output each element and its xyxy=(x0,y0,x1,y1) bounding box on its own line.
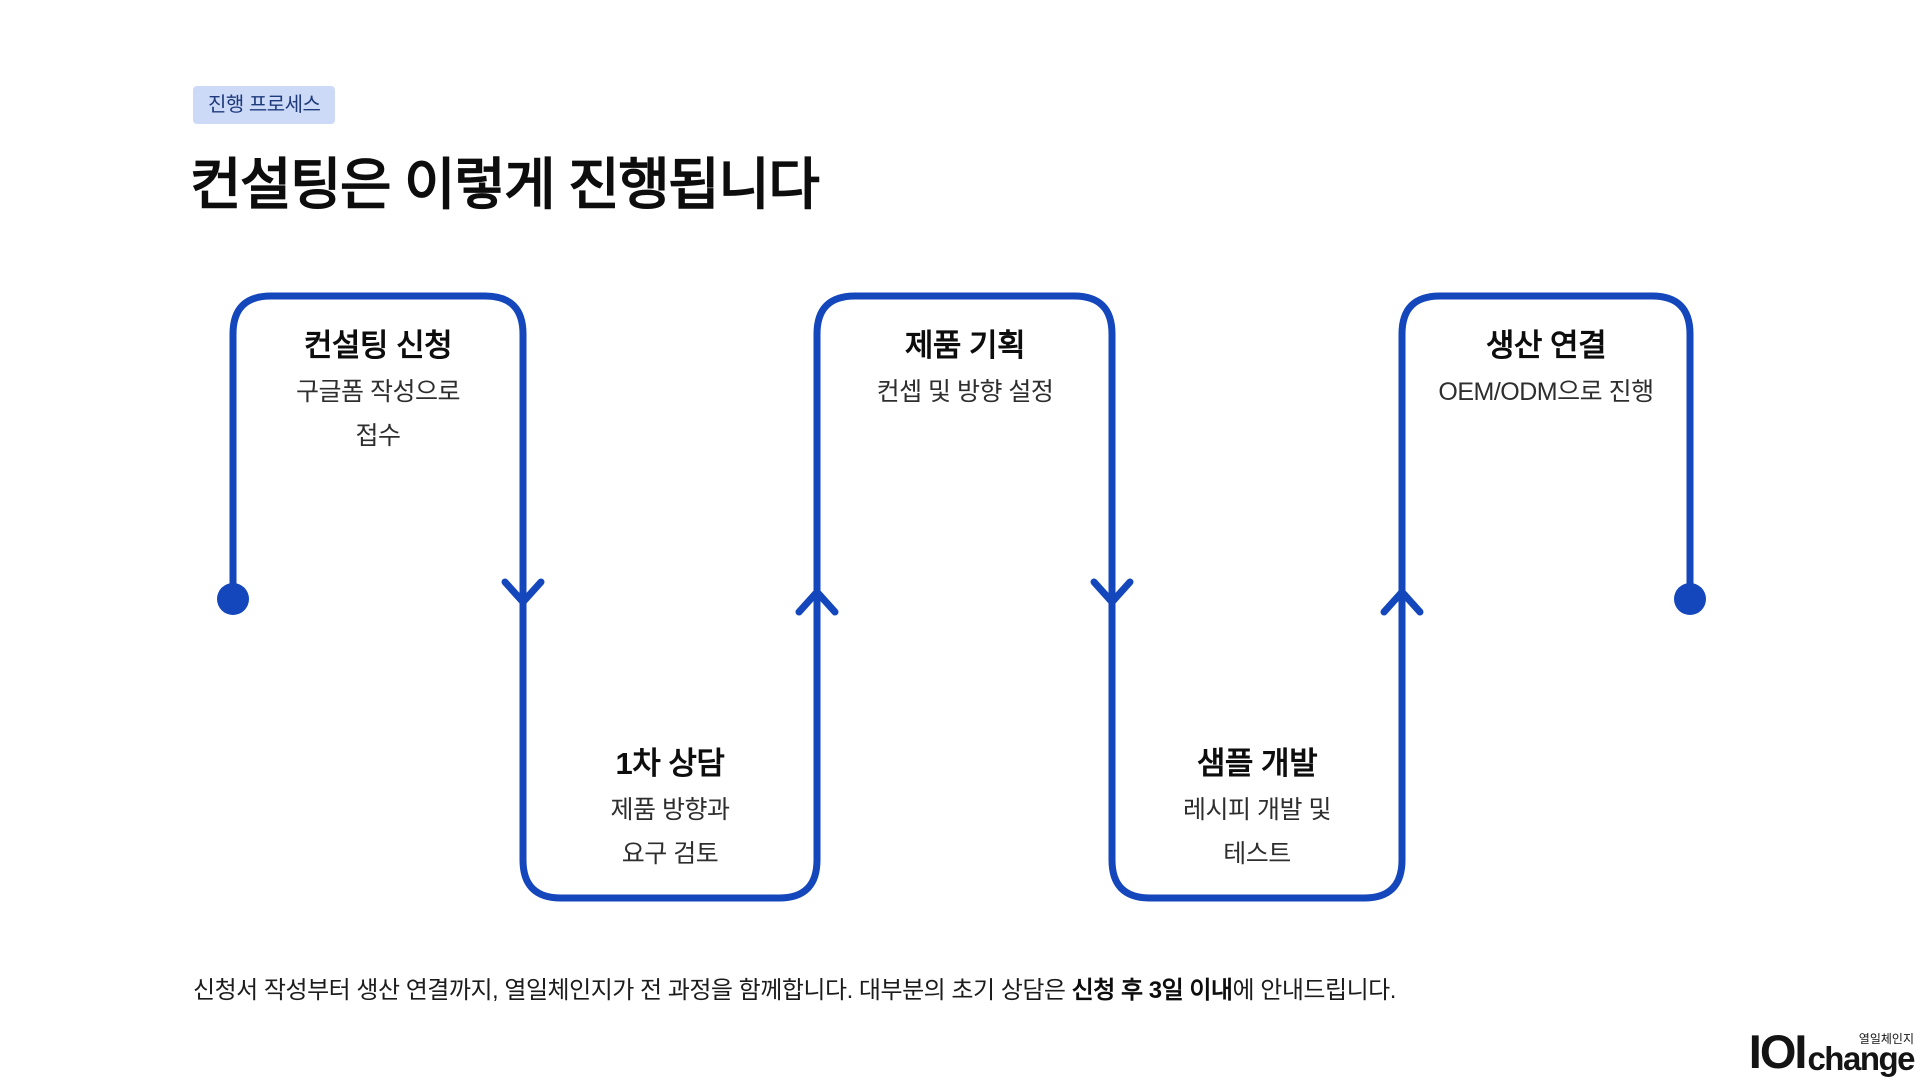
step-desc-line: 접수 xyxy=(355,422,401,450)
logo-main-text: IOI xyxy=(1748,1025,1808,1079)
logo-right-block: 열일체인지 change xyxy=(1807,1032,1915,1078)
step-product-planning: 제품 기획 컨셉 및 방향 설정 xyxy=(815,326,1115,414)
end-dot xyxy=(1674,583,1706,615)
step-desc-line: 요구 검토 xyxy=(621,840,719,868)
flow-path xyxy=(229,292,1694,902)
start-dot xyxy=(217,583,249,615)
step-desc-line: 테스트 xyxy=(1223,840,1291,868)
page-title: 컨설팅은 이렇게 진행됩니다 xyxy=(190,153,820,216)
step-desc-line: 제품 방향과 xyxy=(610,796,730,824)
step-title: 제품 기획 xyxy=(904,328,1026,363)
footer-text-after: 에 안내드립니다. xyxy=(1232,977,1397,1004)
arrow-down-icon xyxy=(1090,578,1134,606)
arrow-up-icon xyxy=(795,588,839,616)
arrow-down-icon xyxy=(501,578,545,606)
step-title: 샘플 개발 xyxy=(1196,746,1318,781)
step-desc-line: OEM/ODM으로 진행 xyxy=(1438,378,1654,406)
footer-note: 신청서 작성부터 생산 연결까지, 열일체인지가 전 과정을 함께합니다. 대부… xyxy=(193,970,1396,1005)
logo-korean-text: 열일체인지 xyxy=(1858,1032,1914,1047)
footer-text-bold: 신청 후 3일 이내 xyxy=(1071,977,1233,1004)
step-title: 생산 연결 xyxy=(1485,328,1607,363)
section-badge: 진행 프로세스 xyxy=(193,86,336,124)
footer-text-before: 신청서 작성부터 생산 연결까지, 열일체인지가 전 과정을 함께합니다. 대부… xyxy=(193,977,1072,1004)
step-first-consult: 1차 상담 제품 방향과 요구 검토 xyxy=(520,744,820,876)
step-production-connection: 생산 연결 OEM/ODM으로 진행 xyxy=(1396,326,1696,414)
step-desc-line: 구글폼 작성으로 xyxy=(296,378,460,406)
step-title: 1차 상담 xyxy=(615,746,725,781)
step-consulting-apply: 컨설팅 신청 구글폼 작성으로 접수 xyxy=(228,326,528,458)
step-sample-development: 샘플 개발 레시피 개발 및 테스트 xyxy=(1107,744,1407,876)
arrow-up-icon xyxy=(1380,588,1424,616)
brand-logo: IOI 열일체인지 change xyxy=(1748,1025,1916,1079)
logo-sub-text: change xyxy=(1807,1040,1915,1078)
step-desc-line: 컨셉 및 방향 설정 xyxy=(876,378,1054,406)
step-desc-line: 레시피 개발 및 xyxy=(1183,796,1331,824)
step-title: 컨설팅 신청 xyxy=(303,328,453,363)
